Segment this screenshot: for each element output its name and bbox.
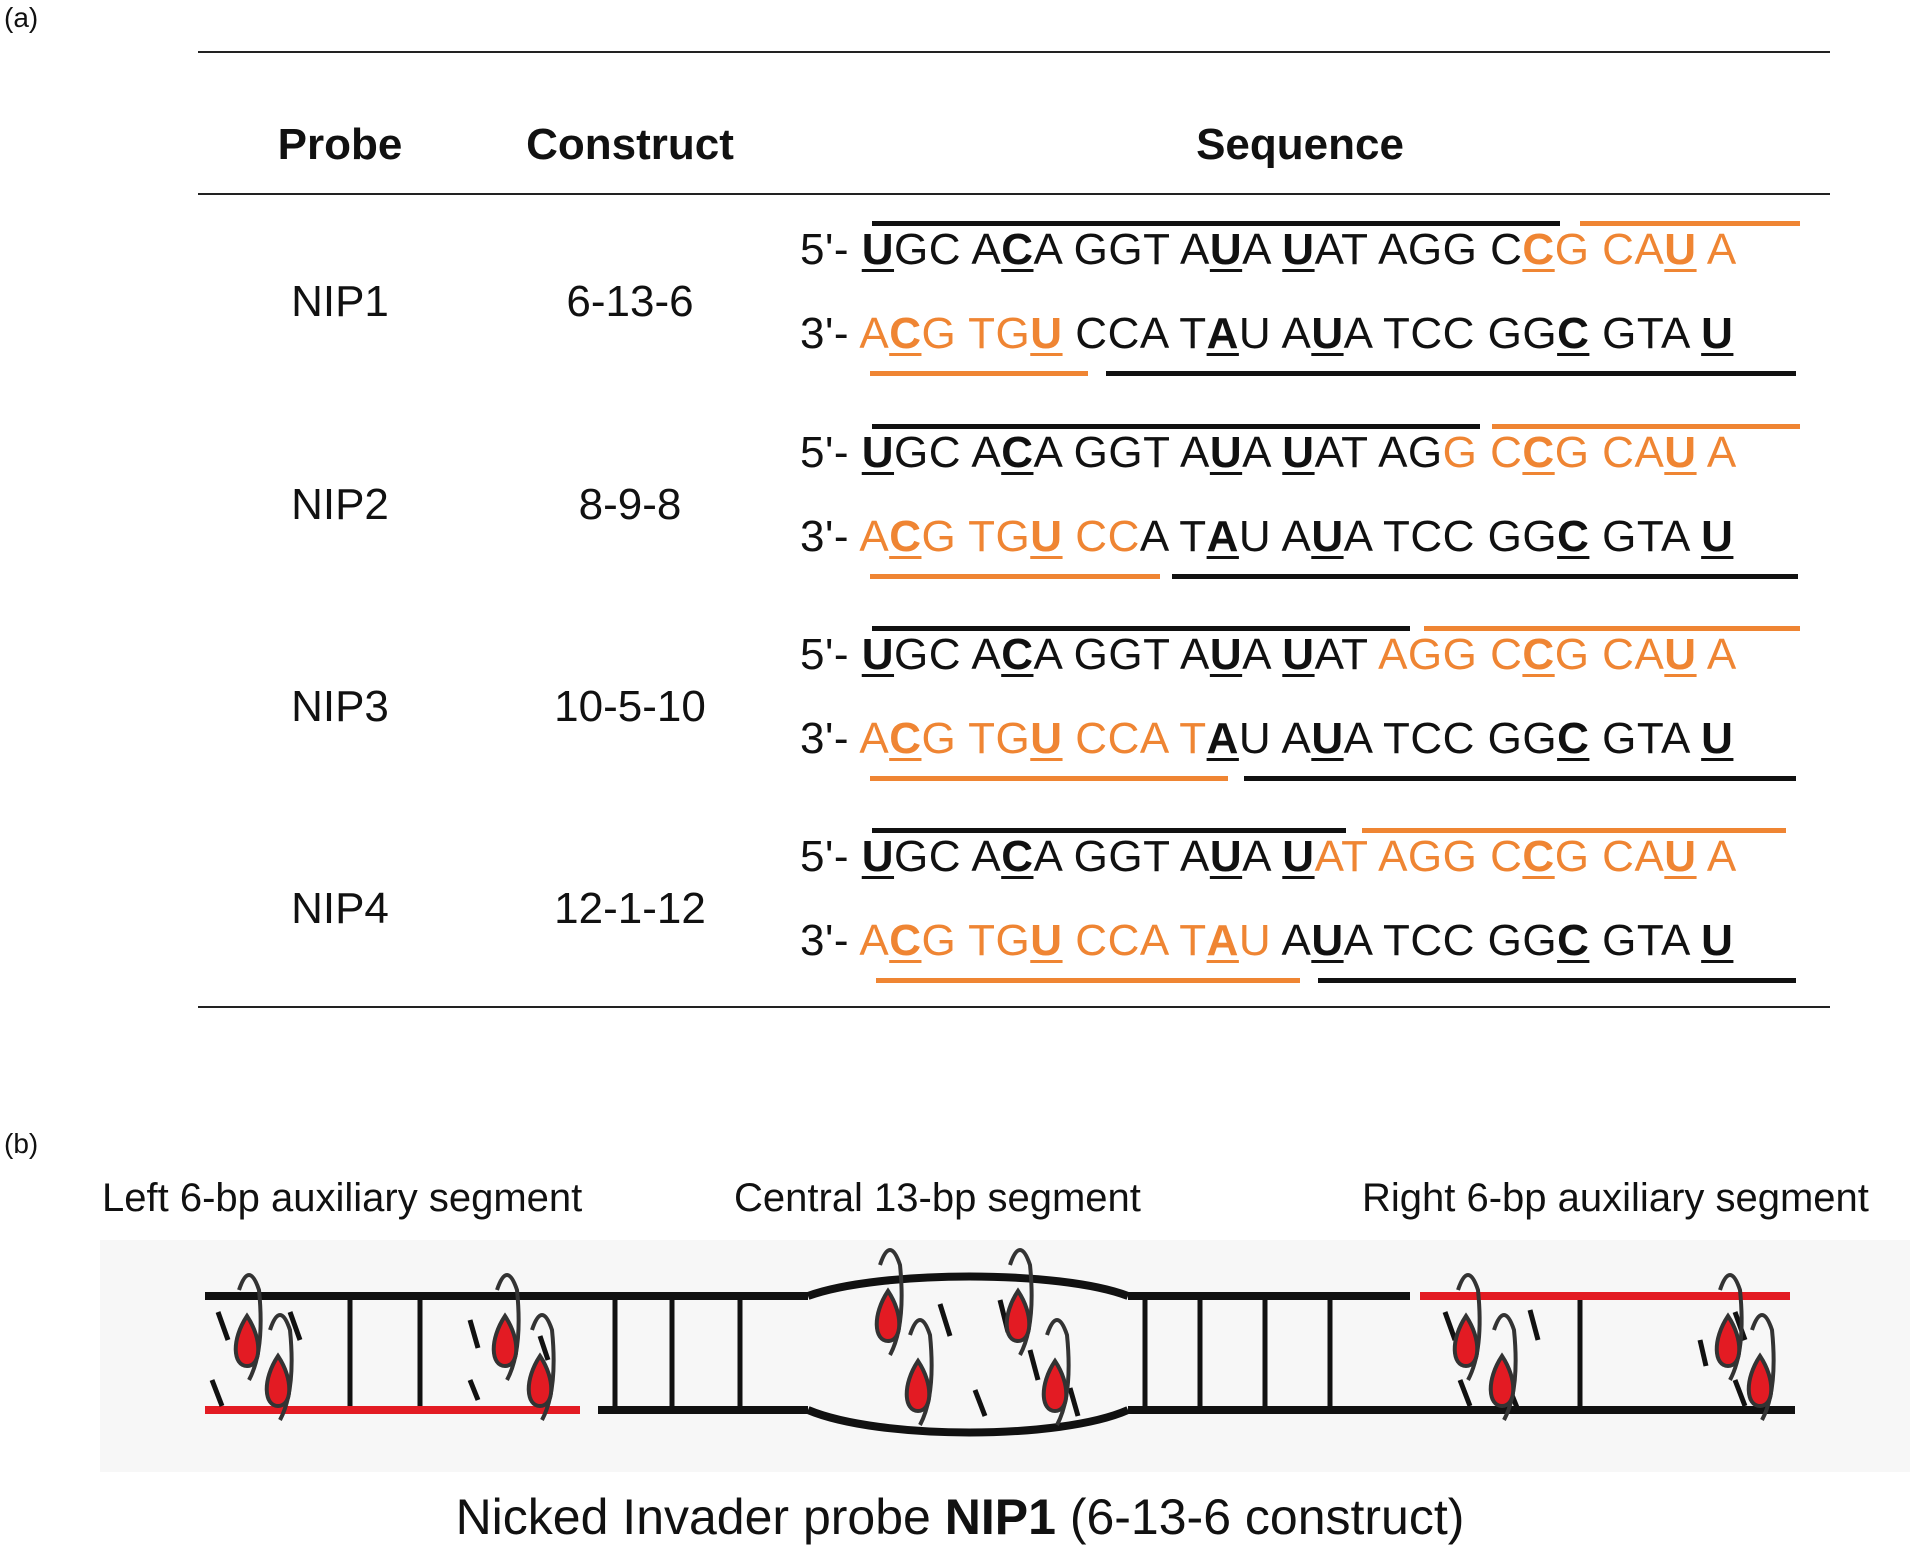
caption-pre: Nicked Invader probe xyxy=(455,1489,945,1545)
unpaired-rung xyxy=(467,1379,481,1401)
unpaired-rung xyxy=(287,1311,303,1341)
bottom-strand-segment-bar xyxy=(870,371,1088,376)
pyrene-modification-droplet xyxy=(1488,1352,1516,1409)
pyrene-modification-droplet xyxy=(1746,1352,1774,1409)
strand-prefix: 3'- xyxy=(800,714,860,763)
pyrene-modification-droplet xyxy=(904,1357,932,1414)
pyrene-modification-droplet xyxy=(874,1287,902,1344)
unpaired-rung xyxy=(209,1379,225,1407)
strand-prefix: 5'- xyxy=(800,225,862,274)
bottom-strand-3: 3'- ACG TGU CCA TAU AUA TCC GGC GTA U xyxy=(800,714,1734,763)
diagram-caption: Nicked Invader probe NIP1 (6-13-6 constr… xyxy=(0,1488,1920,1546)
panel-label-a: (a) xyxy=(4,2,39,33)
bottom-strand-segment-bar xyxy=(870,574,1160,579)
strand-prefix: 3'- xyxy=(800,916,860,965)
right-segment-label: Right 6-bp auxiliary segment xyxy=(1362,1176,1869,1220)
top-strand-4: 5'- UGC ACA GGT AUA UAT AGG CCG CAU A xyxy=(800,832,1737,881)
pyrene-modification-droplet xyxy=(1452,1312,1480,1369)
top-strand-segment-bar xyxy=(872,424,1480,429)
table-bottom-rule xyxy=(198,1006,1830,1008)
unpaired-rung xyxy=(1027,1349,1041,1381)
top-strand-segment-bar xyxy=(1580,221,1800,226)
probe-name-4: NIP4 xyxy=(291,884,389,933)
construct-4: 12-1-12 xyxy=(554,884,706,933)
strand-prefix: 5'- xyxy=(800,428,862,477)
strand-prefix: 5'- xyxy=(800,630,862,679)
pyrene-modification-droplet xyxy=(233,1312,261,1369)
top-strand-segment-bar xyxy=(872,221,1560,226)
pyrene-modification-droplet xyxy=(1714,1312,1742,1369)
bottom-strand-segment-bar xyxy=(1318,978,1796,983)
pyrene-modification-droplet xyxy=(264,1352,292,1409)
unpaired-rung xyxy=(937,1303,953,1337)
top-strand-2: 5'- UGC ACA GGT AUA UAT AGG CCG CAU A xyxy=(800,428,1737,477)
unpaired-rung xyxy=(972,1389,988,1417)
caption-probe-name: NIP1 xyxy=(944,1489,1056,1545)
unpaired-rung xyxy=(1527,1309,1541,1341)
unpaired-rung xyxy=(467,1319,481,1349)
construct-2: 8-9-8 xyxy=(578,480,682,529)
top-strand-segment-bar xyxy=(1492,424,1800,429)
header-sequence: Sequence xyxy=(1196,120,1404,169)
caption-post: (6-13-6 construct) xyxy=(1055,1489,1465,1545)
strand-prefix: 3'- xyxy=(800,309,860,358)
bottom-strand-bulge xyxy=(806,1406,1130,1437)
probe-name-3: NIP3 xyxy=(291,682,389,731)
top-strand-segment-bar xyxy=(1424,626,1800,631)
probe-name-2: NIP2 xyxy=(291,480,389,529)
strand-prefix: 3'- xyxy=(800,512,860,561)
pyrene-modification-droplet xyxy=(1041,1357,1069,1414)
bottom-strand-segment-bar xyxy=(1106,371,1796,376)
strand-prefix: 5'- xyxy=(800,832,862,881)
unpaired-rung xyxy=(1457,1379,1473,1407)
probe-name-1: NIP1 xyxy=(291,277,389,326)
top-strand-bulge xyxy=(806,1272,1130,1300)
unpaired-rung xyxy=(1697,1339,1709,1367)
nicked-invader-duplex-diagram xyxy=(100,1240,1910,1472)
unpaired-rung xyxy=(1732,1379,1748,1407)
construct-1: 6-13-6 xyxy=(566,277,694,326)
top-strand-3: 5'- UGC ACA GGT AUA UAT AGG CCG CAU A xyxy=(800,630,1737,679)
top-strand-segment-bar xyxy=(872,626,1410,631)
unpaired-rung xyxy=(215,1311,231,1341)
bottom-strand-segment-bar xyxy=(876,978,1300,983)
unpaired-rung xyxy=(537,1335,551,1361)
header-construct: Construct xyxy=(526,120,734,169)
table-header-rule xyxy=(198,193,1830,195)
pyrene-modification-droplet xyxy=(491,1312,519,1369)
header-probe: Probe xyxy=(277,120,403,169)
bottom-strand-segment-bar xyxy=(1244,776,1796,781)
bottom-strand-4: 3'- ACG TGU CCA TAU AUA TCC GGC GTA U xyxy=(800,916,1734,965)
pyrene-modification-droplet xyxy=(1004,1287,1032,1344)
bottom-strand-1: 3'- ACG TGU CCA TAU AUA TCC GGC GTA U xyxy=(800,309,1734,358)
bottom-strand-2: 3'- ACG TGU CCA TAU AUA TCC GGC GTA U xyxy=(800,512,1734,561)
bottom-strand-segment-bar xyxy=(870,776,1228,781)
pyrene-modification-droplet xyxy=(526,1352,554,1409)
top-strand-1: 5'- UGC ACA GGT AUA UAT AGG CCG CAU A xyxy=(800,225,1737,274)
construct-3: 10-5-10 xyxy=(554,682,706,731)
table-top-rule xyxy=(198,51,1830,53)
left-segment-label: Left 6-bp auxiliary segment xyxy=(102,1176,583,1220)
top-strand-segment-bar xyxy=(872,828,1346,833)
bottom-strand-segment-bar xyxy=(1172,574,1798,579)
panel-label-b: (b) xyxy=(4,1128,39,1159)
top-strand-segment-bar xyxy=(1362,828,1786,833)
unpaired-rung xyxy=(1442,1311,1458,1341)
unpaired-rung xyxy=(1067,1387,1081,1417)
central-segment-label: Central 13-bp segment xyxy=(734,1176,1141,1220)
